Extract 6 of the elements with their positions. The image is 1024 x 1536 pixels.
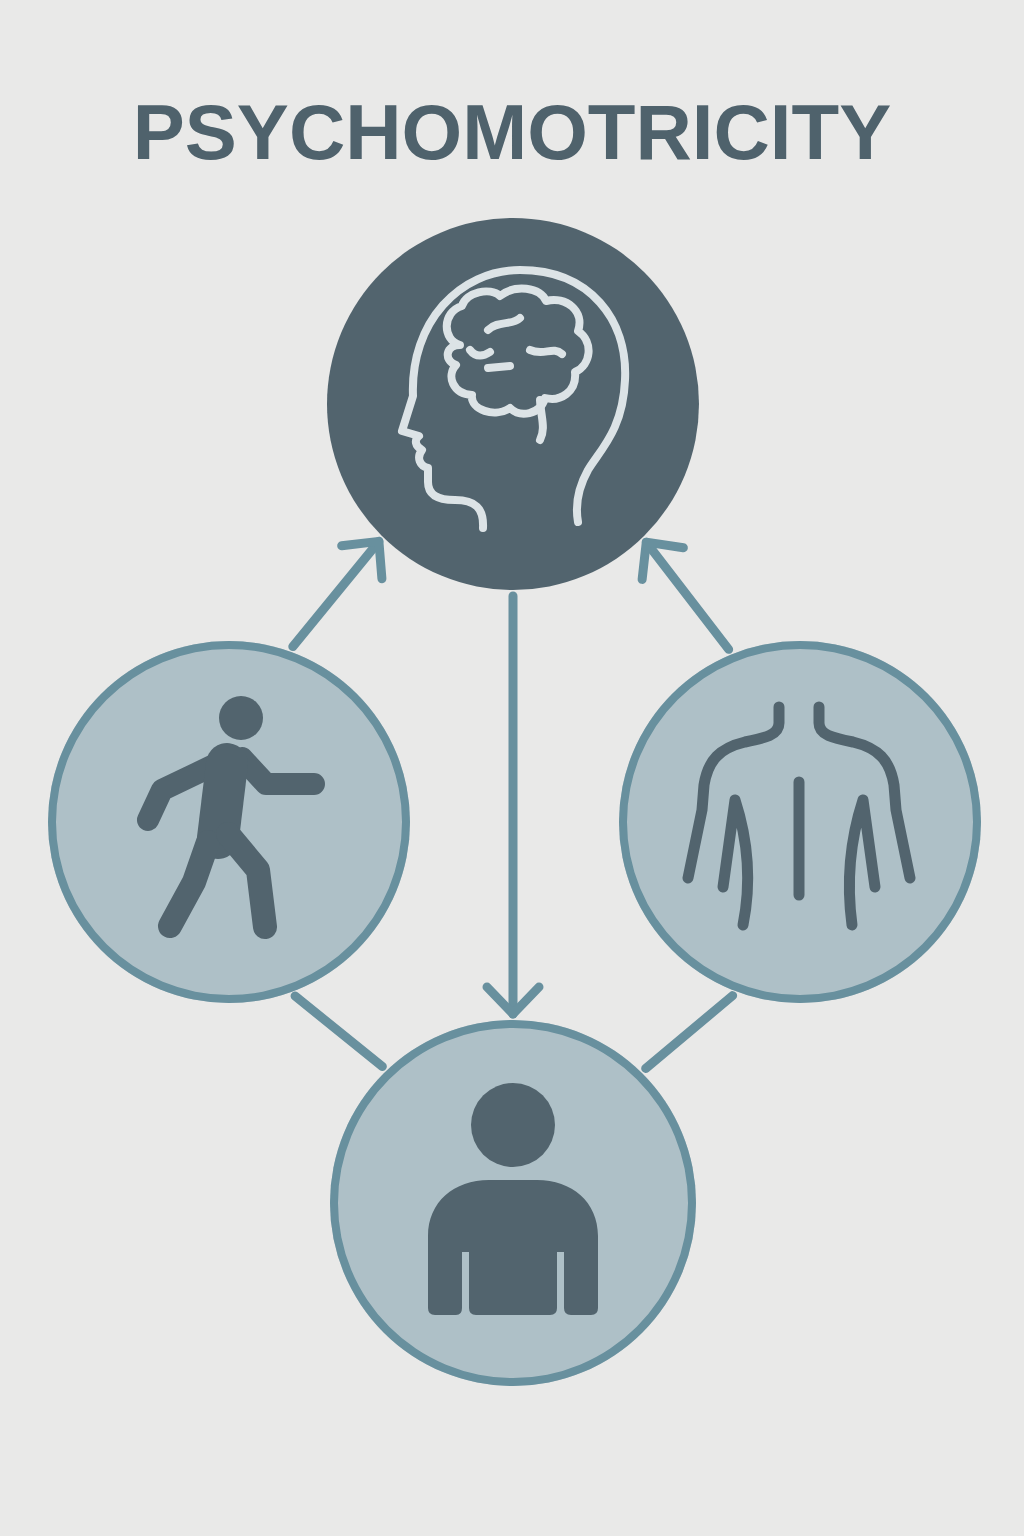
connector-line — [290, 991, 387, 1071]
title: PSYCHOMOTRICITY — [132, 93, 892, 171]
arrow — [482, 591, 544, 1019]
arrow — [288, 536, 387, 652]
arrow — [637, 537, 734, 654]
connector-line — [641, 991, 738, 1073]
